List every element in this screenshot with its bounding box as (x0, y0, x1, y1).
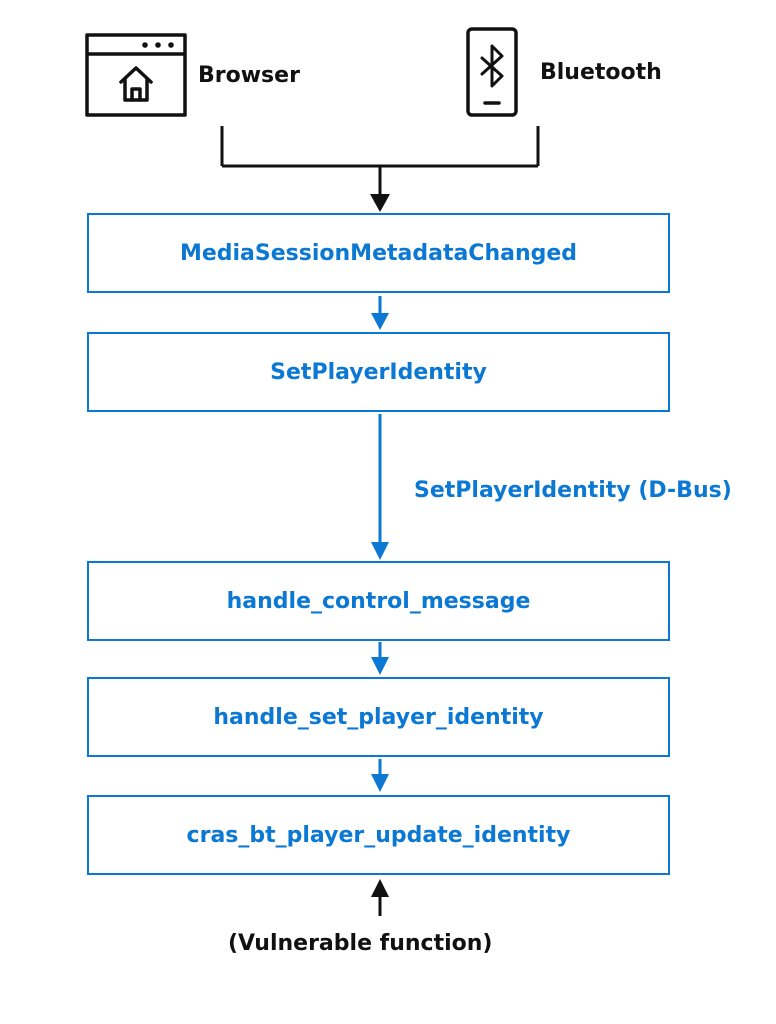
arrow-step1-to-step2 (371, 296, 389, 330)
set-player-identity-label: SetPlayerIdentity (270, 359, 487, 385)
arrow-step3-to-step4 (371, 642, 389, 675)
handle-control-message-box: handle_control_message (87, 561, 670, 641)
set-player-identity-box: SetPlayerIdentity (87, 332, 670, 412)
media-session-metadata-changed-box: MediaSessionMetadataChanged (87, 213, 670, 293)
cras-bt-player-update-identity-box: cras_bt_player_update_identity (87, 795, 670, 875)
dbus-call-label: SetPlayerIdentity (D-Bus) (414, 478, 732, 503)
browser-label: Browser (198, 63, 300, 88)
merge-arrowhead (370, 194, 390, 212)
vulnerable-function-label: (Vulnerable function) (228, 931, 493, 956)
merge-connector (220, 126, 540, 196)
handle-set-player-identity-box: handle_set_player_identity (87, 677, 670, 757)
handle-set-player-identity-label: handle_set_player_identity (213, 704, 544, 730)
media-session-metadata-changed-label: MediaSessionMetadataChanged (179, 240, 578, 266)
bluetooth-label: Bluetooth (540, 60, 662, 85)
cras-bt-player-update-identity-label: cras_bt_player_update_identity (186, 822, 571, 848)
arrow-step4-to-step5 (371, 759, 389, 792)
vulnerable-pointer-arrow (371, 879, 389, 916)
arrow-step2-to-step3 (371, 414, 389, 560)
handle-control-message-label: handle_control_message (226, 588, 531, 614)
